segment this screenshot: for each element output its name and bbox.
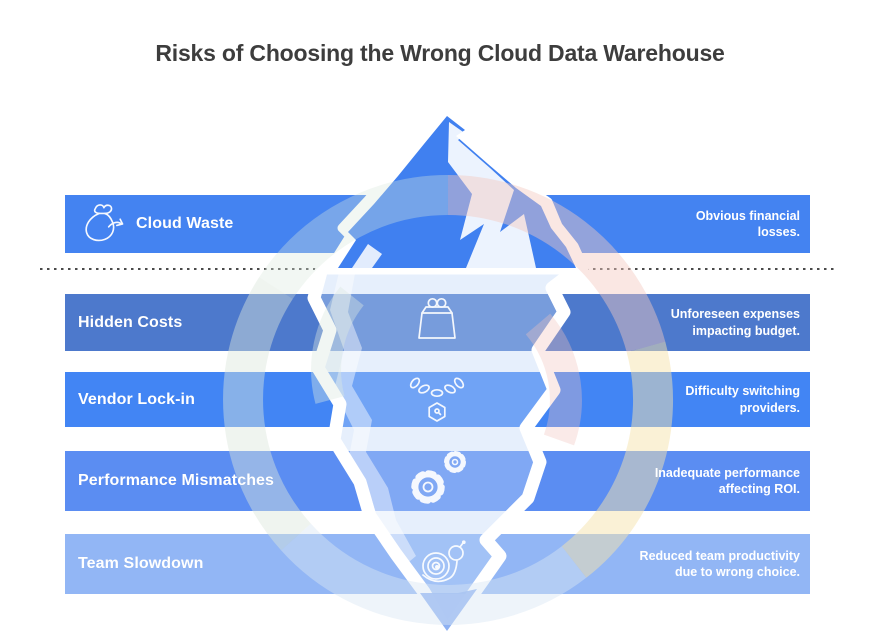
risk-row: Cloud Waste Obvious financial losses. xyxy=(65,195,810,253)
risk-row-left: Team Slowdown xyxy=(65,555,203,573)
risk-description: Reduced team productivity due to wrong c… xyxy=(639,548,800,580)
risk-description: Difficulty switching providers. xyxy=(685,384,800,415)
risk-row: Hidden Costs Unforeseen expenses impacti… xyxy=(65,294,810,351)
risk-label: Hidden Costs xyxy=(78,313,183,331)
risk-row: Vendor Lock-in Difficulty switching prov… xyxy=(65,372,810,427)
risk-description: Unforeseen expenses impacting budget. xyxy=(670,307,800,338)
risk-row-left: Performance Mismatches xyxy=(65,472,274,490)
risk-description: Inadequate performance affecting ROI. xyxy=(654,465,800,497)
risk-label: Performance Mismatches xyxy=(78,472,275,489)
risk-row-left: Hidden Costs xyxy=(65,314,182,332)
page-title: Risks of Choosing the Wrong Cloud Data W… xyxy=(155,40,725,66)
risk-label: Team Slowdown xyxy=(78,555,204,572)
money-bag-icon xyxy=(85,204,124,242)
risk-label: Vendor Lock-in xyxy=(78,390,195,408)
risk-row: Performance Mismatches Inadequate perfor… xyxy=(65,451,810,511)
risk-row-left: Vendor Lock-in xyxy=(65,391,195,409)
risk-row-left: Cloud Waste xyxy=(65,201,233,247)
risk-label: Cloud Waste xyxy=(136,215,234,232)
risk-description: Obvious financial losses. xyxy=(695,208,800,240)
risk-row: Team Slowdown Reduced team productivity … xyxy=(65,534,810,594)
